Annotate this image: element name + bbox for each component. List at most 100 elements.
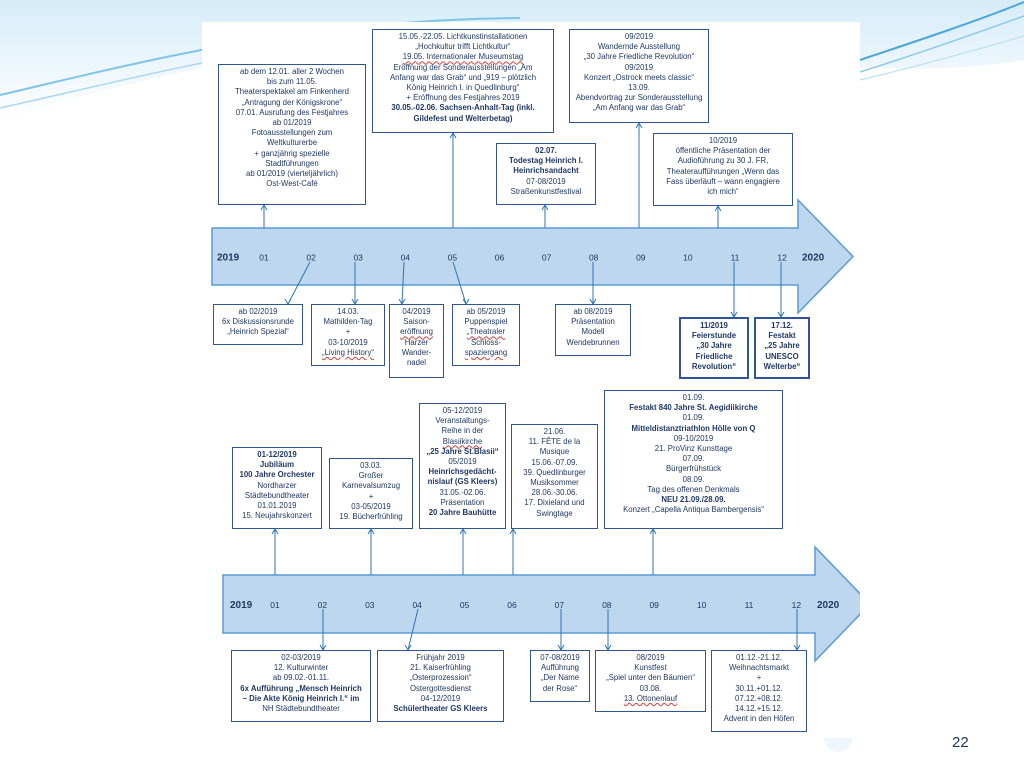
event-line: 6x Diskussionsrunde xyxy=(222,317,294,327)
month-label-bottom: 02 xyxy=(318,600,328,610)
event-line: Modell xyxy=(581,327,605,337)
connector-line xyxy=(401,261,405,305)
event-line: Eröffnung der Sonderausstellungen „Am xyxy=(393,62,533,72)
event-line: nislauf (GS Kleers) xyxy=(427,477,498,487)
page-number: 22 xyxy=(952,734,969,751)
connector-line xyxy=(287,261,311,305)
year-start-label-top: 2019 xyxy=(217,253,240,264)
event-line: „Am Anfang war das Grab“ xyxy=(592,103,686,113)
connector-arrowhead xyxy=(714,205,722,212)
event-line: Ostergottesdienst xyxy=(409,683,472,693)
event-line: Advent in den Höfen xyxy=(723,714,795,724)
event-line: Weihnachtsmarkt xyxy=(728,663,790,673)
event-line: Festakt 840 Jahre St. Aegidiikirche xyxy=(629,403,758,413)
event-line: 13. Ottonenlauf xyxy=(623,693,678,703)
event-line: 15. Neujahrskonzert xyxy=(242,511,312,521)
event-line: 07-08/2019 xyxy=(540,653,580,662)
connector-arrowhead xyxy=(509,528,517,535)
event-line: 01.09. xyxy=(682,393,705,402)
connector-arrowhead xyxy=(367,528,375,535)
event-line: Anfang war das Grab“ und „919 – plötzlic… xyxy=(389,72,537,82)
event-line: „Heinrich Spezial“ xyxy=(227,327,289,337)
event-line: 15.05.-22.05. Lichtkunstinstallationen xyxy=(398,32,528,41)
event-line: 20 Jahre Bauhütte xyxy=(428,508,497,518)
event-line: ab 01/2019 xyxy=(272,118,312,128)
event-line: 30.05.-02.06. Sachsen-Anhalt-Tag (inkl. xyxy=(391,103,535,113)
event-line: Schülertheater GS Kleers xyxy=(393,704,488,714)
event-line: Schloss- xyxy=(471,337,501,347)
event-line: 01.09. xyxy=(682,413,705,423)
event-line: 03.08. xyxy=(639,683,662,693)
event-line: Swingtage xyxy=(536,508,573,518)
event-line: Feierstunde xyxy=(691,331,737,341)
timeline-arrow-top xyxy=(211,198,855,315)
event-line: Straßenkunstfestival xyxy=(510,186,582,196)
month-label-top: 08 xyxy=(589,253,599,263)
event-line: 01.12.-21.12. xyxy=(736,653,782,662)
month-label-top: 06 xyxy=(495,253,505,263)
event-line: 17.12. xyxy=(771,321,793,330)
event-line: Gildefest und Welterbetag) xyxy=(413,113,513,123)
event-line: Mathilden-Tag xyxy=(323,317,373,327)
event-line: „25 Jahre St.Blasii“ xyxy=(426,446,499,456)
connector-arrowhead xyxy=(541,204,549,211)
month-label-bottom: 10 xyxy=(697,600,707,610)
event-line: Welterbe“ xyxy=(763,361,801,371)
event-line: 07.01. Ausrufung des Festjahres xyxy=(235,107,349,117)
event-line: ich mich“ xyxy=(707,187,739,197)
month-label-top: 04 xyxy=(401,253,411,263)
month-label-bottom: 07 xyxy=(555,600,565,610)
year-end-label-bottom: 2020 xyxy=(817,600,840,611)
event-line: Todestag Heinrich I. xyxy=(509,156,583,166)
event-line: 02.07. xyxy=(535,146,557,155)
month-label-bottom: 11 xyxy=(745,600,754,610)
month-label-bottom: 03 xyxy=(365,600,375,610)
month-label-top: 12 xyxy=(777,253,787,263)
event-line: Reihe in der xyxy=(441,426,484,436)
event-line: Konzert „Ostrock meets classic“ xyxy=(583,72,695,82)
connector-line xyxy=(452,261,467,305)
event-line: Saison- xyxy=(403,317,430,327)
event-line: 04/2019 xyxy=(402,307,431,316)
event-line: Aufführung xyxy=(540,663,579,673)
month-label-top: 07 xyxy=(542,253,552,263)
event-line: 03.03. xyxy=(360,461,382,470)
event-line: öffentliche Präsentation der xyxy=(675,146,771,156)
connector-line xyxy=(407,608,419,651)
event-line: Großer xyxy=(358,471,384,481)
event-line: Puppenspiel xyxy=(464,317,508,327)
event-line: Friedliche xyxy=(695,351,733,361)
event-line: + xyxy=(345,327,351,337)
event-line: 19. Bücherfrühling xyxy=(339,512,403,522)
event-line: + xyxy=(368,491,374,501)
event-line: 13.09. xyxy=(628,83,650,93)
event-line: 14.12.+15.12. xyxy=(735,704,783,714)
month-label-bottom: 04 xyxy=(412,600,422,610)
event-line: bis zum 11.05. xyxy=(266,77,318,87)
event-line: Veranstaltungs- xyxy=(435,416,490,426)
connector-arrowhead xyxy=(649,528,657,535)
month-label-bottom: 01 xyxy=(270,600,280,610)
connector-arrowhead xyxy=(459,528,467,535)
year-end-label-top: 2020 xyxy=(802,253,825,264)
event-line: „Living History“ xyxy=(322,347,374,357)
event-line: Ost-West-Café xyxy=(266,179,318,189)
event-line: 10/2019 xyxy=(708,136,738,145)
event-box-t-below-03: 14.03.Mathilden-Tag+03-10/2019„Living Hi… xyxy=(311,304,385,366)
event-line: 07-08/2019 xyxy=(526,176,566,186)
event-line: spaziergang xyxy=(464,347,508,357)
event-line: 21. ProVinz Kunsttage xyxy=(654,444,733,454)
event-line: Präsentation xyxy=(440,497,485,507)
event-line: Bürgerfrühstück xyxy=(665,464,722,474)
event-line: 09/2019 xyxy=(624,62,654,72)
month-label-top: 01 xyxy=(259,253,269,263)
event-line: 11. FÊTE de la xyxy=(528,437,581,447)
event-line: 03-10/2019 xyxy=(328,337,368,347)
